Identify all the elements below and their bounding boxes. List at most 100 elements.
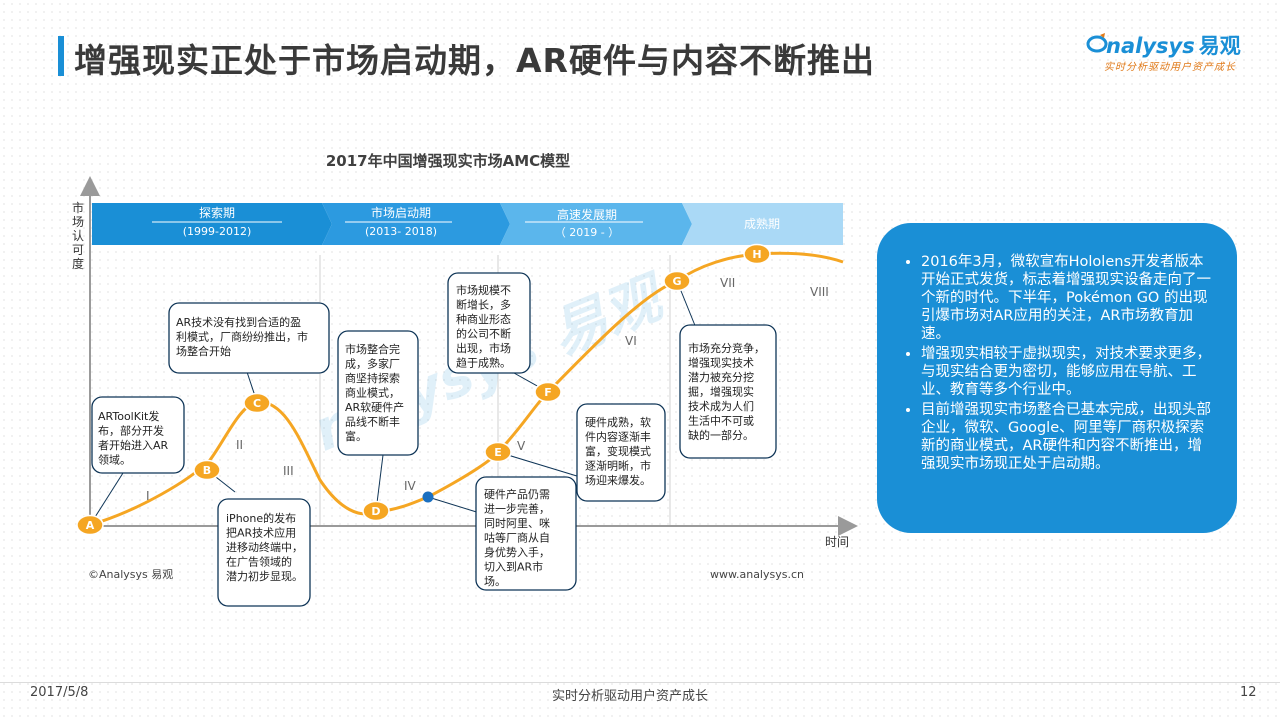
callout-line: 利模式，厂商纷纷推出，市 bbox=[176, 330, 308, 344]
svg-text:E: E bbox=[494, 446, 502, 459]
callout-line: 件内容逐渐丰 bbox=[585, 430, 651, 444]
callout-line: 成，多家厂 bbox=[345, 357, 400, 371]
callout-line: 增强现实技术 bbox=[688, 356, 754, 370]
title-accent-bar bbox=[58, 36, 64, 76]
y-axis-label: 市 场 认 可 度 bbox=[72, 200, 84, 271]
callout-line: 的公司不断 bbox=[456, 327, 511, 341]
logo-cn: 易观 bbox=[1198, 34, 1241, 58]
phase-label: 高速发展期 bbox=[557, 207, 617, 222]
stage-label: V bbox=[517, 439, 526, 453]
svg-text:市: 市 bbox=[72, 200, 84, 215]
callout-line: 市场规模不 bbox=[456, 283, 511, 297]
callout-line: 场整合开始 bbox=[176, 344, 231, 358]
phase-period: (2013- 2018) bbox=[365, 225, 437, 238]
svg-text:A: A bbox=[86, 519, 95, 532]
callout-line: 商业模式， bbox=[345, 386, 400, 400]
callout-line: 同时阿里、咪 bbox=[484, 517, 550, 530]
phase-band: 探索期 (1999-2012) 市场启动期 (2013- 2018) 高速发展期… bbox=[92, 203, 843, 245]
amc-curve bbox=[89, 251, 844, 527]
callout-line: 者开始进入AR bbox=[98, 438, 169, 452]
callout-line: 市场整合完 bbox=[345, 342, 400, 356]
callout-line: 硬件产品仍需 bbox=[484, 487, 550, 501]
point-a: A bbox=[76, 514, 104, 536]
point-h: H bbox=[743, 243, 771, 265]
callout-line: 富。 bbox=[345, 429, 367, 443]
callout-line: 布，部分开发 bbox=[98, 424, 164, 438]
phase-label: 成熟期 bbox=[744, 216, 780, 231]
callout-line: 场。 bbox=[484, 574, 506, 588]
info-bullet: 增强现实相较于虚拟现实，对技术要求更多，与现实结合更为密切，能够应用在导航、工业… bbox=[921, 345, 1213, 399]
curve-points: A B C D E F G H bbox=[76, 243, 771, 536]
svg-text:度: 度 bbox=[72, 256, 84, 271]
callout-line: 缺的一部分。 bbox=[688, 428, 754, 442]
callout-line: 掘，增强现实 bbox=[688, 385, 754, 399]
callout-box-e bbox=[576, 403, 666, 502]
stage-label: IV bbox=[404, 479, 417, 493]
callout-box-g bbox=[679, 324, 777, 459]
info-panel: 2016年3月，微软宣布Hololens开发者版本开始正式发货，标志着增强现实设… bbox=[877, 223, 1237, 533]
callout-line: 断增长，多 bbox=[456, 298, 511, 312]
copyright: ©Analysys 易观 bbox=[88, 568, 173, 581]
callout-text-today: 硬件产品仍需进一步完善，同时阿里、咪咕等厂商从自身优势入手，切入到AR市场。 bbox=[484, 487, 550, 588]
svg-text:可: 可 bbox=[72, 243, 84, 257]
phase-launch bbox=[322, 203, 510, 245]
callout-line: 潜力被充分挖 bbox=[688, 370, 754, 384]
point-f: F bbox=[534, 381, 562, 403]
website: www.analysys.cn bbox=[710, 568, 804, 581]
callout-line: 技术成为人们 bbox=[688, 399, 754, 413]
callout-box-a bbox=[91, 396, 185, 474]
stage-label: I bbox=[146, 489, 150, 503]
callout-box-today bbox=[475, 476, 577, 591]
stage-label: II bbox=[236, 438, 243, 452]
phase-mature bbox=[682, 203, 843, 245]
footer-divider bbox=[0, 682, 1280, 683]
stage-label: VIII bbox=[810, 285, 829, 299]
phase-label: 市场启动期 bbox=[371, 205, 431, 220]
current-position-marker bbox=[422, 491, 434, 503]
callout-line: 把AR技术应用 bbox=[226, 526, 296, 540]
callout-line: ARToolKit发 bbox=[98, 409, 159, 423]
callout-box-b bbox=[217, 498, 311, 607]
info-bullet: 目前增强现实市场整合已基本完成，出现头部企业，微软、Google、阿里等厂商积极… bbox=[921, 401, 1213, 473]
x-axis-label: 时间 bbox=[825, 535, 849, 549]
svg-text:认: 认 bbox=[72, 229, 84, 243]
point-d: D bbox=[362, 500, 390, 522]
callout-line: 咕等厂商从自 bbox=[484, 531, 550, 545]
callout-line: 趋于成熟。 bbox=[456, 356, 511, 370]
logo-slogan: 实时分析驱动用户资产成长 bbox=[1104, 62, 1236, 73]
page-title: 增强现实正处于市场启动期，AR硬件与内容不断推出 bbox=[74, 41, 875, 80]
callout-line: 商坚持探索 bbox=[345, 371, 400, 385]
callout-line: 进一步完善， bbox=[484, 502, 550, 516]
callout-line: 切入到AR市 bbox=[484, 560, 543, 574]
footer-date: 2017/5/8 bbox=[30, 685, 89, 700]
stage-label: VI bbox=[625, 334, 637, 348]
callout-line: 场迎来爆发。 bbox=[585, 473, 651, 487]
svg-text:B: B bbox=[203, 464, 211, 477]
callout-text-e: 硬件成熟，软件内容逐渐丰富，变现模式逐渐明晰，市场迎来爆发。 bbox=[585, 415, 651, 487]
callout-line: 市场充分竞争， bbox=[688, 341, 765, 355]
stage-label: III bbox=[283, 464, 294, 478]
callout-line: 生活中不可或 bbox=[688, 414, 754, 428]
callout-line: 身优势入手， bbox=[484, 545, 550, 559]
svg-text:F: F bbox=[544, 386, 552, 399]
callout-line: 逐渐明晰，市 bbox=[585, 459, 651, 473]
diagram-title: 2017年中国增强现实市场AMC模型 bbox=[326, 152, 570, 170]
logo-word: nalysys bbox=[1106, 34, 1195, 58]
callout-line: iPhone的发布 bbox=[226, 511, 296, 525]
callout-boxes bbox=[91, 272, 777, 607]
stage-label: VII bbox=[720, 276, 735, 290]
callout-line: 品线不断丰 bbox=[345, 415, 400, 429]
callout-text-d: 市场整合完成，多家厂商坚持探索商业模式，AR软硬件产品线不断丰富。 bbox=[345, 342, 404, 443]
footer-slogan: 实时分析驱动用户资产成长 bbox=[552, 689, 709, 704]
phase-period: （ 2019 - ） bbox=[555, 226, 619, 239]
svg-text:C: C bbox=[253, 397, 261, 410]
logo-mark-icon bbox=[1086, 33, 1108, 53]
svg-text:D: D bbox=[371, 505, 380, 518]
callout-line: 进移动终端中， bbox=[226, 540, 303, 554]
point-c: C bbox=[243, 392, 271, 414]
callout-line: AR软硬件产 bbox=[345, 400, 404, 414]
phase-exploration bbox=[92, 203, 332, 245]
callout-line: 种商业形态 bbox=[456, 312, 511, 326]
callout-line: 潜力初步显现。 bbox=[226, 569, 303, 583]
